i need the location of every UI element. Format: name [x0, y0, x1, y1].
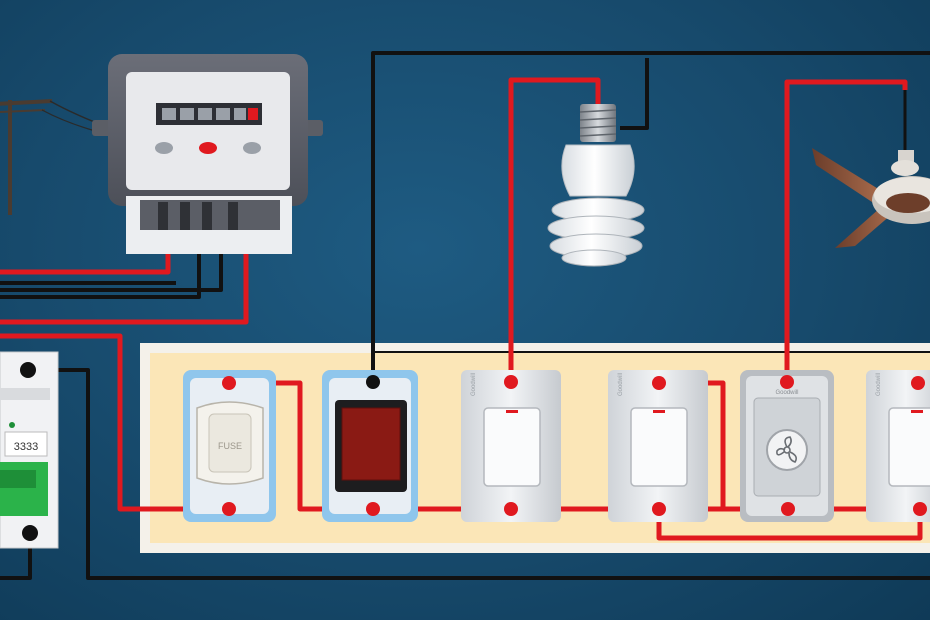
fan-regulator-brand: Goodwill [775, 390, 798, 396]
ceiling-fan-icon [812, 148, 930, 248]
switch-spare [608, 370, 708, 522]
lamp-neutral-node [366, 375, 380, 389]
switch-spare-brand: Goodwill [618, 373, 624, 396]
fan-regulator-icon [740, 370, 834, 522]
switch-fan-brand: Goodwill [876, 373, 882, 396]
energy-meter-icon [92, 54, 323, 254]
mcb-label: 3333 [14, 441, 38, 453]
utility-pole-icon [0, 99, 111, 215]
indicator-lamp-icon [322, 370, 418, 522]
switch-bulb-brand: Goodwill [471, 373, 477, 396]
fuse-icon [183, 370, 276, 522]
fuse-label: FUSE [218, 441, 242, 451]
mcb-icon [0, 351, 59, 549]
switch-fan [866, 370, 930, 522]
cfl-bulb-icon [547, 104, 645, 267]
switch-bulb [461, 370, 561, 522]
connection-nodes [222, 375, 927, 516]
neutral-wires [0, 51, 930, 580]
